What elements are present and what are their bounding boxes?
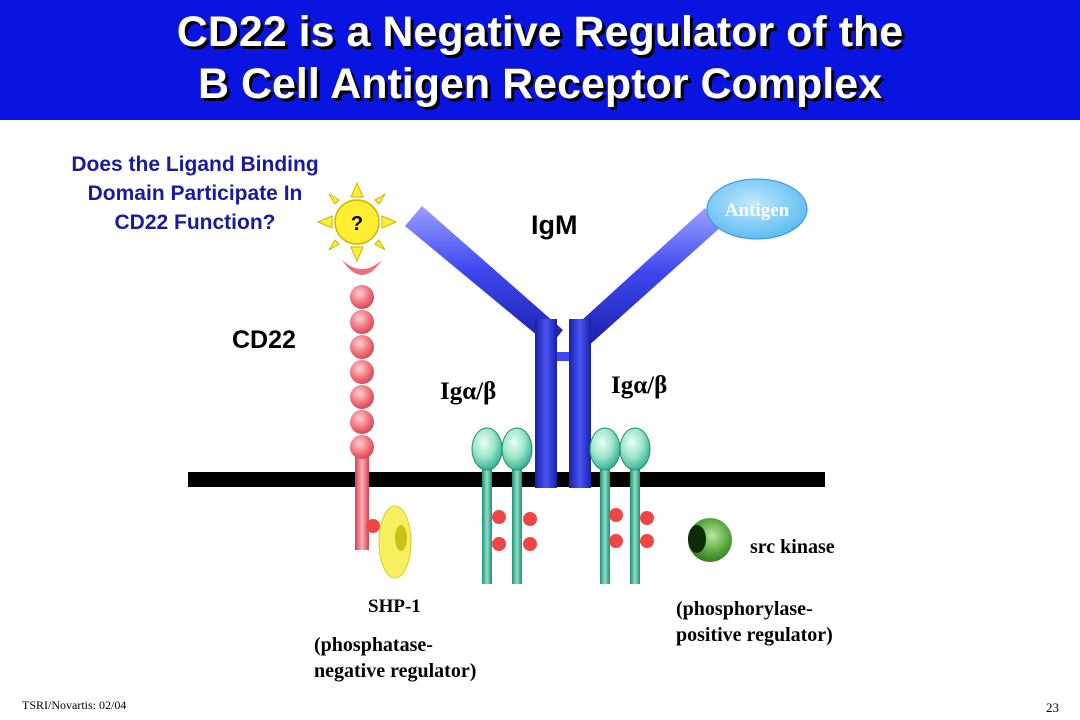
shp1-ellipse: [378, 505, 412, 579]
slide-title-line-1: CD22 is a Negative Regulator of the: [176, 8, 904, 56]
shp1-label: SHP-1: [368, 596, 421, 617]
antigen: Antigen: [706, 178, 808, 240]
title-bar: CD22 is a Negative Regulator of the B Ce…: [0, 0, 1080, 120]
igm-label: IgM: [531, 210, 578, 240]
cd22-label: CD22: [232, 326, 296, 354]
phospho-dot: [492, 537, 506, 551]
cd22-domain-bead: [350, 385, 374, 409]
ig-alpha-beta-left: [471, 427, 537, 584]
cd22-domain-bead: [350, 435, 374, 459]
cd22-phospho-dot: [366, 519, 380, 533]
page-number: 23: [1046, 700, 1059, 715]
src-kinase-label: src kinase: [750, 536, 835, 558]
sun-core: [334, 199, 380, 245]
cd22-molecule: [342, 260, 382, 550]
phospho-dot: [523, 537, 537, 551]
cd22-domain-bead: [350, 285, 374, 309]
cd22-domain-bead: [350, 335, 374, 359]
cd22-domain-bead: [350, 410, 374, 434]
src-kinase-pocket: [688, 525, 706, 553]
igm-left-heavy-chain: [535, 319, 557, 488]
igm-left-arm: [405, 206, 563, 346]
igm-disulfide-bridge: [557, 352, 569, 361]
src-description-line-2: positive regulator): [676, 624, 833, 646]
shp1-phosphatase: [378, 505, 412, 579]
slide-title-line-2: B Cell Antigen Receptor Complex: [197, 60, 883, 108]
igm-right-arm: [571, 208, 722, 348]
cd22-stalk: [355, 450, 369, 550]
phospho-dot: [609, 534, 623, 548]
footer-credit: TSRI/Novartis: 02/04: [22, 698, 127, 712]
antigen-label: Antigen: [725, 200, 790, 221]
question-mark: ?: [351, 213, 363, 235]
ig-alpha-beta-right: [589, 427, 654, 584]
shp1-description: (phosphatase- negative regulator): [314, 632, 476, 684]
ig-alpha-beta-right-label: Igα/β: [611, 372, 668, 399]
igm-antibody: [405, 206, 722, 488]
ig-alpha-beta-left-label: Igα/β: [440, 378, 497, 405]
phospho-dot: [609, 508, 623, 522]
cd22-ligand-binding-domain: [342, 260, 382, 275]
antigen-ellipse: [706, 178, 808, 240]
src-kinase-description: (phosphorylase- positive regulator): [676, 596, 833, 648]
phospho-dot: [640, 534, 654, 548]
shp1-description-line-1: (phosphatase-: [314, 634, 433, 656]
shp1-description-line-2: negative regulator): [314, 660, 477, 682]
src-description-line-1: (phosphorylase-: [676, 598, 813, 620]
cell-membrane: [188, 472, 825, 487]
cd22-domain-bead: [350, 310, 374, 334]
shp1-core: [395, 525, 407, 551]
cd22-domain-bead: [350, 360, 374, 384]
phospho-dot: [492, 510, 506, 524]
phospho-dot: [640, 511, 654, 525]
ligand-binding-question: Does the Ligand Binding Domain Participa…: [71, 153, 319, 234]
phospho-dot: [523, 512, 537, 526]
igm-right-heavy-chain: [569, 319, 591, 488]
unknown-ligand-sun-icon: ?: [316, 181, 398, 263]
src-kinase: [688, 518, 732, 562]
